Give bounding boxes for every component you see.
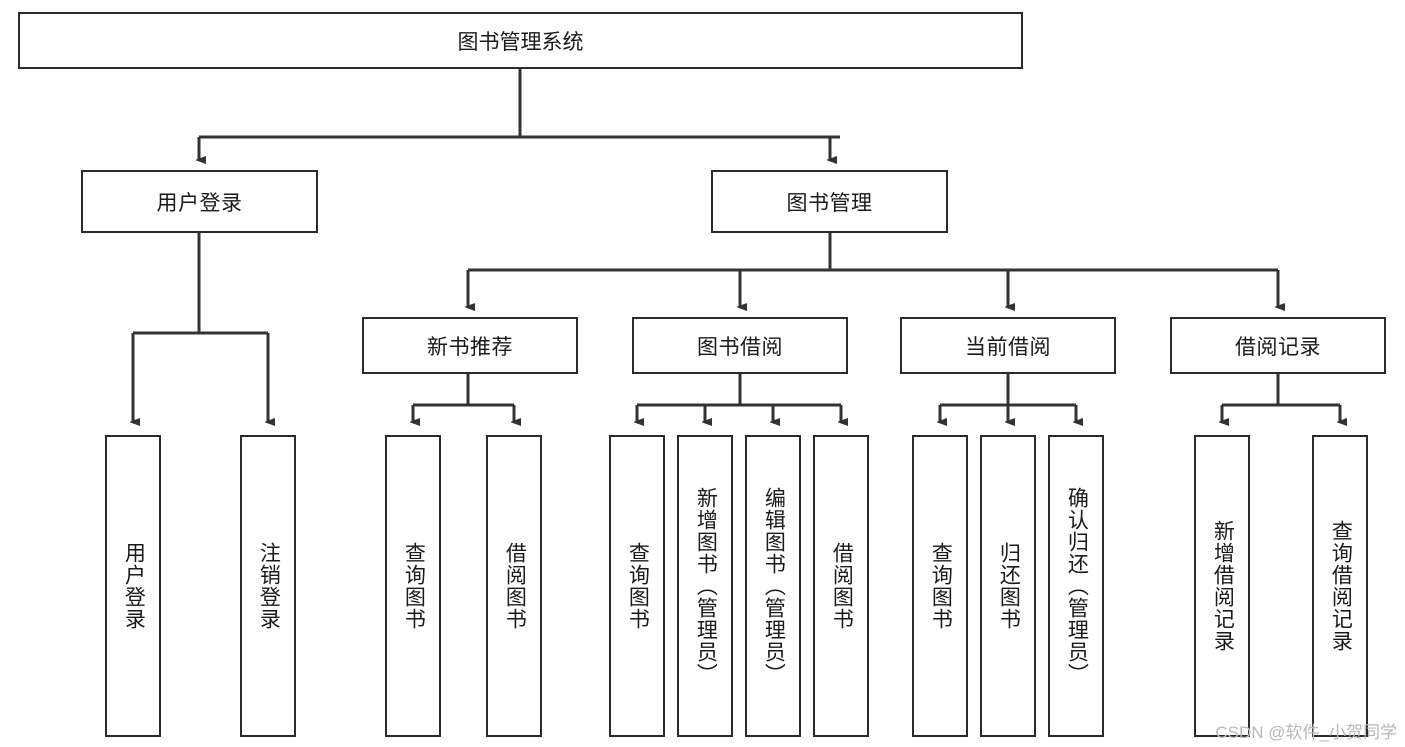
node-label: 查询图书 <box>402 542 426 630</box>
leaf-query-book-2[interactable]: 查询图书 <box>609 435 665 737</box>
node-current-borrow[interactable]: 当前借阅 <box>900 317 1116 374</box>
leaf-return-book[interactable]: 归还图书 <box>980 435 1036 737</box>
node-label: 新增图书（管理员） <box>694 487 718 685</box>
node-label: 编辑图书（管理员） <box>762 487 786 685</box>
leaf-add-book[interactable]: 新增图书（管理员） <box>677 435 733 737</box>
leaf-query-record[interactable]: 查询借阅记录 <box>1312 435 1368 737</box>
leaf-borrow-book-2[interactable]: 借阅图书 <box>813 435 869 737</box>
node-label: 归还图书 <box>997 542 1021 630</box>
node-label: 借阅图书 <box>503 542 527 630</box>
node-label: 图书借阅 <box>697 335 783 359</box>
node-book-manage[interactable]: 图书管理 <box>711 170 948 233</box>
node-label: 当前借阅 <box>965 335 1051 359</box>
node-label: 图书管理系统 <box>457 30 584 54</box>
node-borrow-record[interactable]: 借阅记录 <box>1170 317 1386 374</box>
leaf-user-login[interactable]: 用户登录 <box>105 435 161 737</box>
node-label: 借阅记录 <box>1235 335 1321 359</box>
leaf-edit-book[interactable]: 编辑图书（管理员） <box>745 435 801 737</box>
leaf-query-book-1[interactable]: 查询图书 <box>385 435 441 737</box>
node-new-book-recommend[interactable]: 新书推荐 <box>362 317 578 374</box>
watermark: CSDN @软件_小贺同学 <box>1215 723 1397 742</box>
node-book-borrow[interactable]: 图书借阅 <box>632 317 848 374</box>
leaf-logout-login[interactable]: 注销登录 <box>240 435 296 737</box>
node-label: 用户登录 <box>156 191 243 215</box>
leaf-confirm-return[interactable]: 确认归还（管理员） <box>1048 435 1104 737</box>
node-user-login[interactable]: 用户登录 <box>81 170 318 233</box>
node-label: 查询图书 <box>929 542 953 630</box>
node-label: 注销登录 <box>257 542 281 630</box>
node-root-system[interactable]: 图书管理系统 <box>18 12 1023 69</box>
node-label: 查询借阅记录 <box>1329 520 1353 652</box>
node-label: 用户登录 <box>122 542 146 630</box>
leaf-query-book-3[interactable]: 查询图书 <box>912 435 968 737</box>
node-label: 确认归还（管理员） <box>1065 487 1089 685</box>
leaf-add-record[interactable]: 新增借阅记录 <box>1194 435 1250 737</box>
node-label: 图书管理 <box>786 191 873 215</box>
node-label: 新书推荐 <box>427 335 513 359</box>
node-label: 查询图书 <box>626 542 650 630</box>
node-label: 新增借阅记录 <box>1211 520 1235 652</box>
leaf-borrow-book-1[interactable]: 借阅图书 <box>486 435 542 737</box>
node-label: 借阅图书 <box>830 542 854 630</box>
